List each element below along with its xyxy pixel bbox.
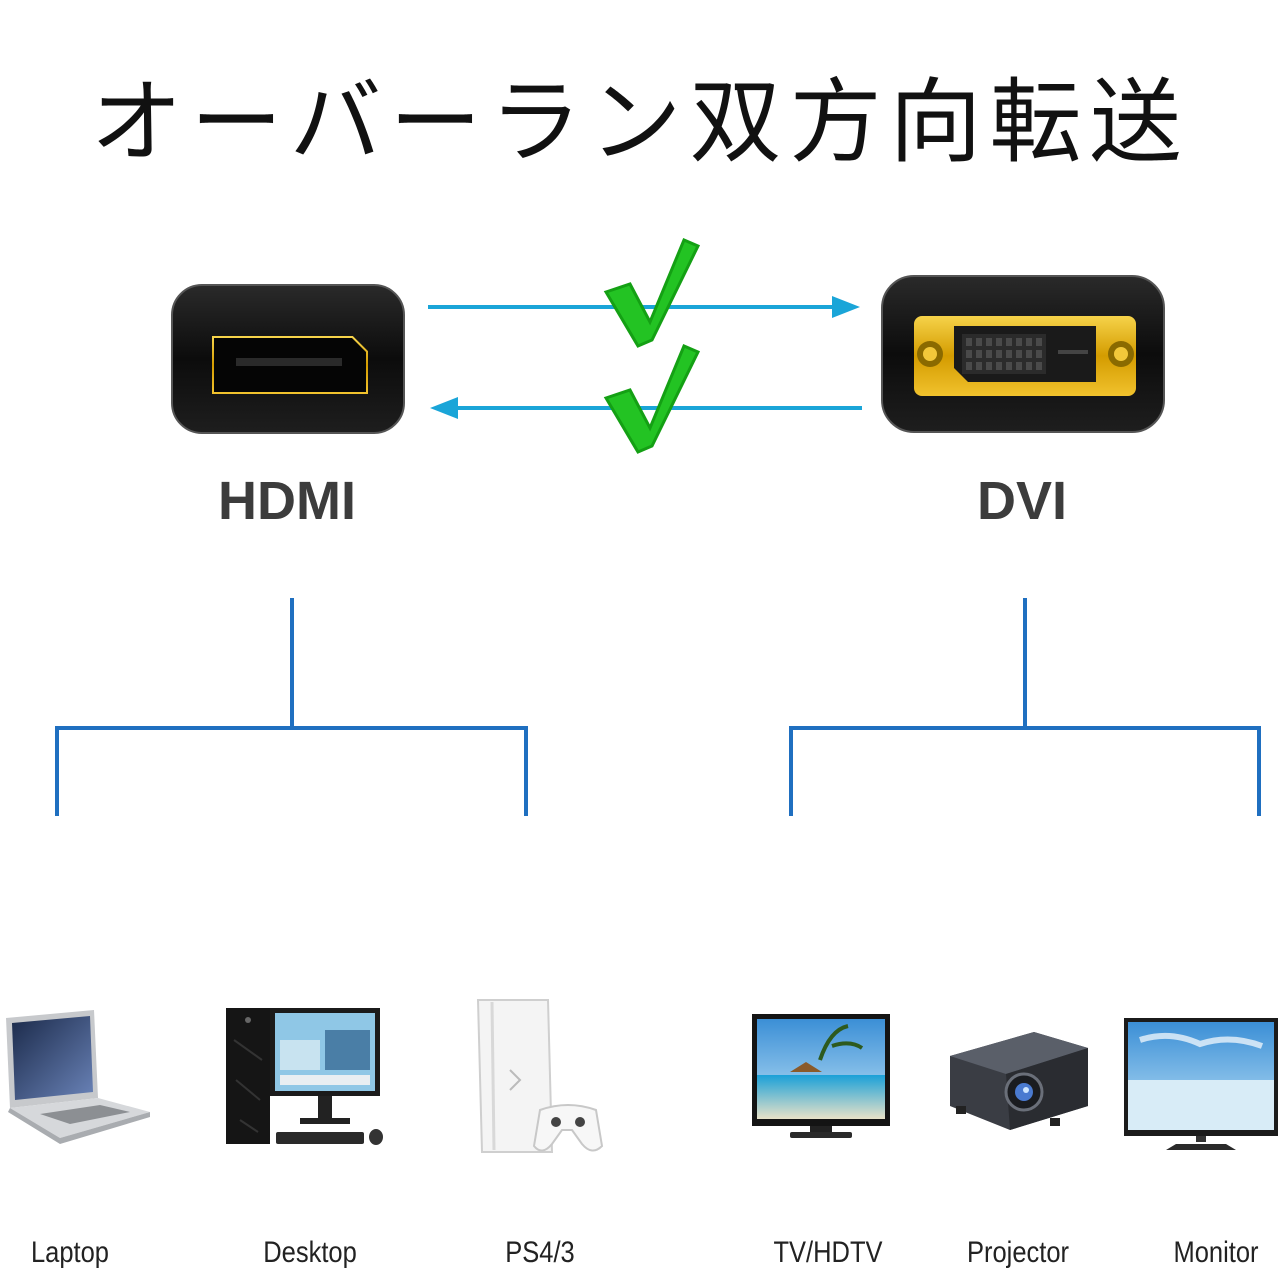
dvi-label: DVI — [976, 471, 1068, 531]
desktop-icon — [226, 1008, 383, 1145]
console-icon — [476, 999, 604, 1153]
hdmi-device-tree — [55, 598, 528, 816]
tv-icon — [752, 1014, 890, 1138]
dvi-pin — [1006, 362, 1012, 370]
arrow-left-icon — [430, 397, 862, 419]
monitor-icon — [1124, 1018, 1278, 1150]
dvi-pin — [986, 350, 992, 358]
dvi-pin — [976, 338, 982, 346]
device-label-laptop: Laptop — [30, 1236, 109, 1269]
dvi-pin — [976, 350, 982, 358]
dvi-pin — [966, 338, 972, 346]
dvi-pin — [1006, 350, 1012, 358]
hdmi-label: HDMI — [218, 471, 356, 531]
dvi-pin — [976, 362, 982, 370]
projector-icon — [950, 1032, 1088, 1130]
dvi-pin — [1026, 362, 1032, 370]
dvi-pin — [1036, 338, 1042, 346]
device-label-tv: TV/HDTV — [773, 1236, 883, 1269]
dvi-pin — [1006, 338, 1012, 346]
device-label-desktop: Desktop — [263, 1236, 357, 1269]
device-label-monitor: Monitor — [1173, 1236, 1259, 1269]
dvi-pin — [1036, 362, 1042, 370]
dvi-pin — [1016, 362, 1022, 370]
checkmark-icon — [603, 344, 701, 454]
dvi-pin — [996, 338, 1002, 346]
hdmi-connector-icon — [171, 284, 405, 434]
dvi-pin — [1016, 350, 1022, 358]
dvi-pin — [966, 350, 972, 358]
dvi-pin — [986, 362, 992, 370]
checkmark-icon — [603, 238, 701, 348]
device-label-projector: Projector — [966, 1236, 1070, 1269]
dvi-device-tree — [789, 598, 1261, 816]
device-label-ps4: PS4/3 — [505, 1236, 575, 1269]
dvi-pin — [1026, 338, 1032, 346]
laptop-icon — [6, 1010, 150, 1144]
page-title: オーバーラン双方向転送 — [90, 69, 1190, 176]
dvi-pin — [1036, 350, 1042, 358]
dvi-pin — [986, 338, 992, 346]
dvi-pin — [966, 362, 972, 370]
dvi-pin — [1016, 338, 1022, 346]
dvi-pin — [996, 350, 1002, 358]
dvi-connector-icon — [881, 275, 1165, 433]
dvi-pin — [996, 362, 1002, 370]
dvi-pin — [1026, 350, 1032, 358]
